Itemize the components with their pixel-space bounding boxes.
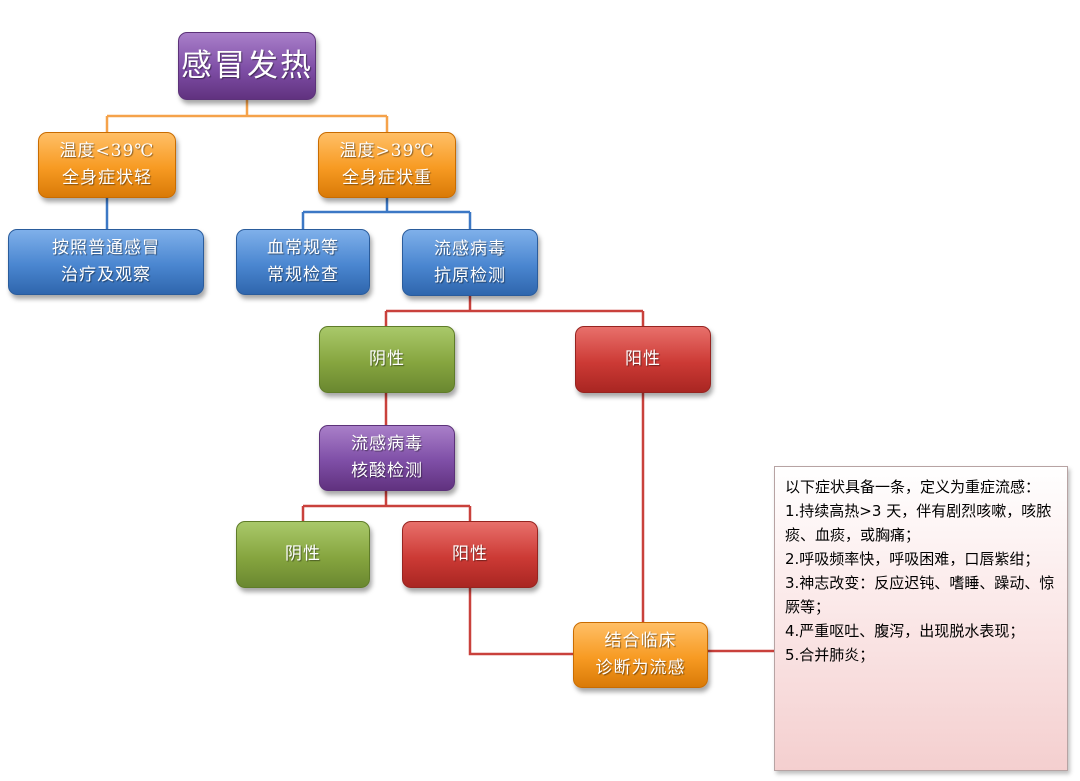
note-item: 2.呼吸频率快，呼吸困难，口唇紫绀； [785,550,1040,568]
severe-flu-criteria-note: 以下症状具备一条，定义为重症流感： 1.持续高热>3 天，伴有剧烈咳嗽，咳脓痰、… [774,466,1068,771]
node-diagnosis-influenza: 结合临床 诊断为流感 [573,622,708,688]
node-nucleic-negative: 阴性 [236,521,370,588]
connector-nucleic-positive-to-diagnosis [468,588,573,656]
root-node-fever: 感冒发热 [178,32,316,100]
node-severe-symptoms: 温度>39℃ 全身症状重 [318,132,456,198]
note-item: 1.持续高热>3 天，伴有剧烈咳嗽，咳脓痰、血痰，或胸痛； [785,502,1052,544]
node-routine-test: 血常规等 常规检查 [236,229,370,295]
node-nucleic-acid-test: 流感病毒 核酸检测 [319,425,455,491]
connector-nucleic-to-results [301,490,472,521]
node-nucleic-positive: 阳性 [402,521,538,588]
note-intro: 以下症状具备一条，定义为重症流感： [785,478,1041,496]
connector-antigen-to-results [384,296,645,326]
connector-severe-to-tests [301,197,472,229]
note-item: 3.神志改变：反应迟钝、嗜睡、躁动、惊厥等； [785,574,1055,616]
node-common-cold-treatment: 按照普通感冒 治疗及观察 [8,229,204,295]
node-mild-symptoms: 温度<39℃ 全身症状轻 [38,132,176,198]
node-antigen-positive: 阳性 [575,326,711,393]
note-item: 5.合并肺炎； [785,646,875,664]
node-antigen-test: 流感病毒 抗原检测 [402,229,538,296]
note-item: 4.严重呕吐、腹泻，出现脱水表现； [785,622,1025,640]
connector-root-to-branches [105,100,389,132]
node-antigen-negative: 阴性 [319,326,455,393]
